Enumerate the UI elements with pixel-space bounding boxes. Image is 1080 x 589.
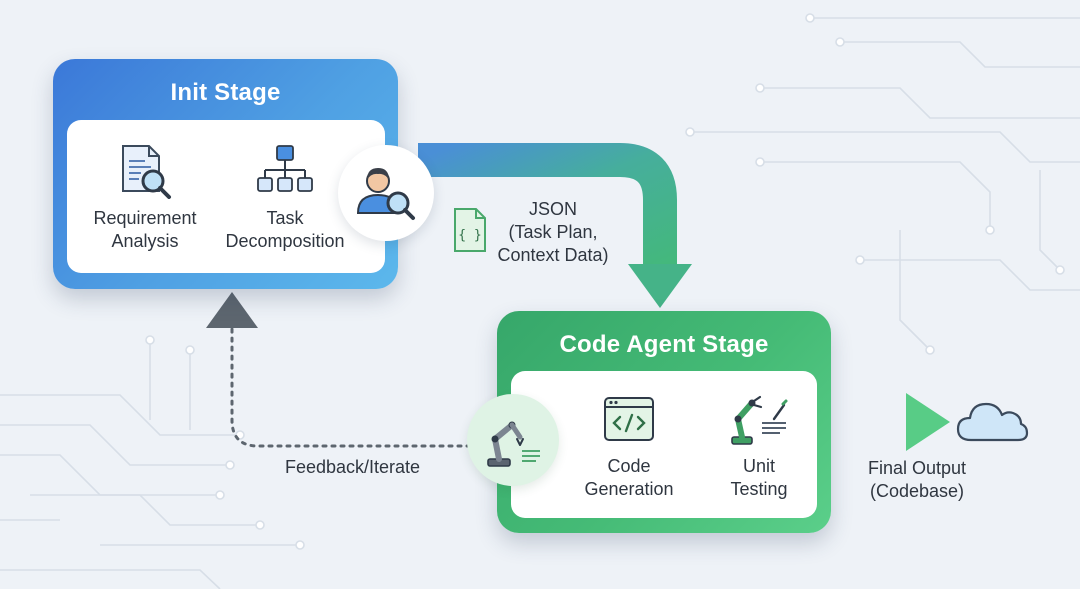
feedback-arrow (230, 318, 472, 448)
unit-testing-label: Unit Testing (730, 456, 788, 499)
svg-text:{ }: { } (458, 228, 481, 243)
final-output-arrowhead (906, 393, 950, 451)
json-flow-label: JSON (Task Plan, Context Data) (497, 199, 609, 265)
robot-badge (467, 394, 559, 486)
unit-testing-node: Unit Testing (707, 393, 811, 501)
feedback-iterate-label: Feedback/Iterate (284, 457, 421, 477)
task-decomposition-node: Task Decomposition (215, 143, 355, 253)
code-generation-node: Code Generation (569, 393, 689, 501)
robot-arm-icon (487, 421, 540, 467)
analyst-search-icon (356, 168, 415, 220)
code-window-icon (604, 397, 654, 441)
document-search-icon (122, 145, 171, 199)
code-agent-stage-title: Code Agent Stage (559, 331, 769, 358)
json-flow-arrowhead (628, 264, 692, 308)
json-file-icon: { } (454, 208, 486, 252)
task-decomposition-label: Task Decomposition (225, 208, 345, 251)
analyst-badge (338, 145, 434, 241)
final-output-label: Final Output (Codebase) (867, 458, 967, 501)
robot-arm-test-icon (731, 395, 788, 445)
requirement-analysis-node: Requirement Analysis (85, 143, 205, 253)
code-agent-stage-panel: Code Generation Unit Testing (511, 371, 817, 518)
hierarchy-icon (257, 145, 313, 192)
feedback-arrowhead (206, 292, 258, 328)
init-stage: Init Stage Requirement Analysis (53, 59, 398, 289)
json-flow-arrow (418, 143, 677, 268)
init-stage-title: Init Stage (170, 79, 281, 106)
cloud-icon (956, 402, 1029, 442)
code-generation-label: Code Generation (584, 456, 674, 499)
init-stage-panel: Requirement Analysis Task Decomposition (67, 120, 385, 273)
code-agent-stage: Code Agent Stage Code Generation (497, 311, 831, 533)
requirement-analysis-label: Requirement Analysis (93, 208, 197, 251)
